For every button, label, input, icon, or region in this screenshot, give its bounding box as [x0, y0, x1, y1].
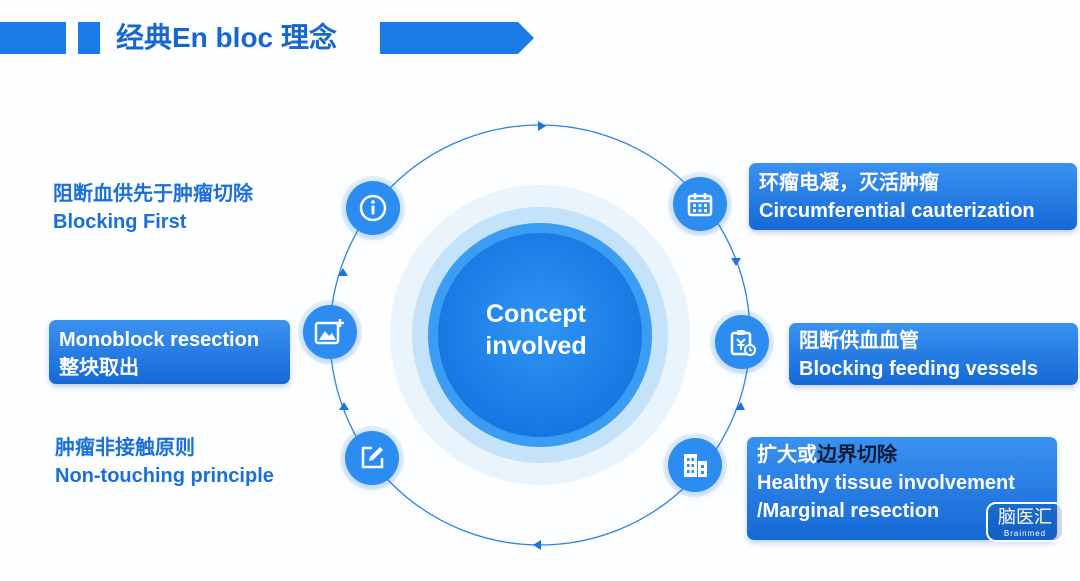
- info-icon: [359, 194, 387, 222]
- marginal-en1: Healthy tissue involvement: [757, 472, 1015, 494]
- monoblock-zh: 整块取出: [59, 357, 139, 379]
- ring-arrow-right-upper: [731, 258, 741, 266]
- feeding-vessels-zh: 阻断供血血管: [799, 330, 919, 352]
- marginal-en2: /Marginal resection: [757, 500, 940, 522]
- label-blocking-first: 阻断血供先于肿瘤切除 Blocking First: [53, 180, 253, 236]
- monoblock-en: Monoblock resection: [59, 329, 260, 351]
- box-monoblock: Monoblock resection 整块取出: [49, 320, 290, 384]
- blocking-first-zh: 阻断血供先于肿瘤切除: [53, 183, 253, 205]
- marginal-zh-b: 边界切除: [817, 444, 897, 466]
- brainmed-watermark-logo: 脑医汇 Brainmed: [986, 502, 1064, 542]
- image-icon: [314, 319, 344, 345]
- building-icon: [684, 454, 707, 477]
- non-touching-zh: 肿瘤非接触原则: [55, 437, 195, 459]
- blocking-first-en: Blocking First: [53, 211, 187, 233]
- node-monoblock: [303, 305, 357, 359]
- center-label: Concept involved: [436, 298, 636, 362]
- box-feeding-vessels: 阻断供血血管 Blocking feeding vessels: [789, 323, 1078, 385]
- ring-arrow-bottom: [533, 540, 541, 550]
- header-bar-mid: [78, 22, 100, 54]
- center-label-line1: Concept: [486, 300, 586, 328]
- header-bar-left: [0, 22, 66, 54]
- node-cauterization: [673, 177, 727, 231]
- cauterization-en: Circumferential cauterization: [759, 200, 1035, 222]
- node-marginal: [668, 438, 722, 492]
- page-title: 经典En bloc 理念: [116, 22, 337, 53]
- ring-arrow-right-lower: [735, 402, 745, 410]
- marginal-zh-a: 扩大或: [757, 444, 817, 466]
- box-marginal: 扩大或边界切除 Healthy tissue involvement /Marg…: [747, 437, 1057, 540]
- ring-arrow-top: [538, 121, 546, 131]
- watermark-sub: Brainmed: [1003, 529, 1047, 538]
- marginal-zh: 扩大或边界切除: [757, 441, 1047, 469]
- center-label-line2: involved: [485, 332, 587, 360]
- edit-icon: [361, 446, 384, 469]
- feeding-vessels-en: Blocking feeding vessels: [799, 358, 1038, 380]
- header-arrow-bar: [380, 22, 534, 54]
- calendar-icon: [687, 193, 713, 217]
- clipboard-yuan-icon: [730, 330, 756, 356]
- watermark-text: 脑医汇: [998, 507, 1052, 527]
- center-circle: [438, 233, 642, 437]
- ring-arrow-left-lower: [339, 402, 349, 410]
- node-blocking-first: [346, 181, 400, 235]
- node-non-touching: [345, 431, 399, 485]
- box-cauterization: 环瘤电凝，灭活肿瘤 Circumferential cauterization: [749, 163, 1077, 230]
- non-touching-en: Non-touching principle: [55, 465, 274, 487]
- cauterization-zh: 环瘤电凝，灭活肿瘤: [759, 172, 939, 194]
- node-feeding-vessels: [715, 315, 769, 369]
- label-non-touching: 肿瘤非接触原则 Non-touching principle: [55, 434, 274, 490]
- ring-arrow-left-upper: [338, 268, 348, 276]
